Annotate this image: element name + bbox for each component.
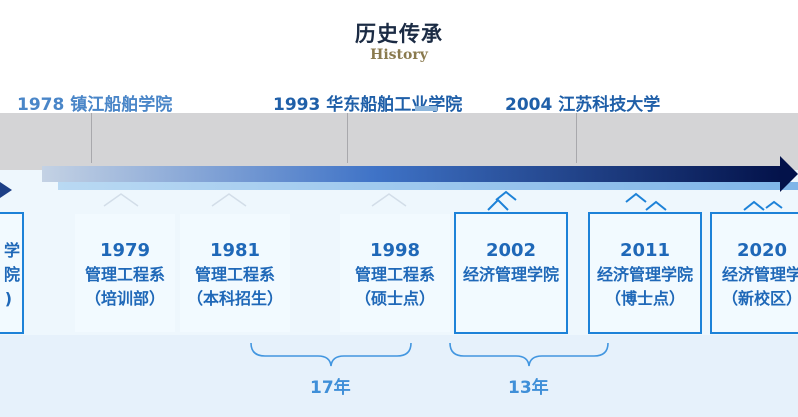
timeline-arrow-shadow [58,182,798,190]
milestone-2004: 2004 江苏科技大学 [505,95,661,115]
card-name: 经济管理学院 [462,265,559,284]
card-year: 1979 [99,240,151,261]
card-sub: （硕士点） [354,289,435,308]
card-name: 管理工程系 [194,265,275,284]
card-1998: 1998 管理工程系 （硕士点） [340,214,450,332]
card-year: 1981 [209,240,261,261]
timeline-band [0,113,798,170]
milestone-1993: 1993 华东船舶工业学院 [273,95,463,115]
card-2011: 2011 经济管理学院 （博士点） [588,212,702,334]
card-partial-left: 学院 ) [0,212,24,334]
timeline-left-marker [0,182,12,198]
card-sub: （本科招生） [186,289,283,308]
card-name: 管理工程系 [84,265,165,284]
card-sub: （博士点） [604,289,685,308]
card-name: 管理工程系 [354,265,435,284]
card-chevron [645,200,667,211]
page-subtitle: History [370,47,428,63]
card-year: 2020 [736,240,788,261]
timeline-arrow-head [780,156,798,192]
card-sub: （新校区） [721,289,798,308]
card-name: 经济管理学 [721,265,798,284]
card-chevron [371,193,407,207]
card-chevron [743,200,765,211]
milestone-1978: 1978 镇江船舶学院 [17,95,173,115]
card-1979: 1979 管理工程系 （培训部） [75,214,175,332]
tick-line [91,113,92,163]
card-chevron [765,200,783,209]
span-brace-13 [449,342,609,367]
timeline-arrow-shaft [42,166,782,182]
card-chevron [103,193,139,207]
card-marker [415,106,437,111]
card-year: 2002 [485,240,537,261]
span-label-17: 17年 [310,378,351,398]
card-year: 1998 [369,240,421,261]
page-title: 历史传承 [355,22,443,46]
tick-line [576,113,577,163]
span-brace-17 [250,342,412,367]
card-chevron [495,190,517,201]
card-1981: 1981 管理工程系 （本科招生） [180,214,290,332]
card-2020: 2020 经济管理学 （新校区） [710,212,798,334]
card-name: 经济管理学院 [596,265,693,284]
card-chevron [211,193,247,207]
card-sub: （培训部） [84,289,165,308]
card-chevron [487,198,509,211]
bottom-band [0,335,798,417]
tick-line [347,113,348,163]
card-year: 2011 [619,240,671,261]
span-label-13: 13年 [508,378,549,398]
card-2002: 2002 经济管理学院 [454,212,568,334]
card-chevron [625,192,647,203]
